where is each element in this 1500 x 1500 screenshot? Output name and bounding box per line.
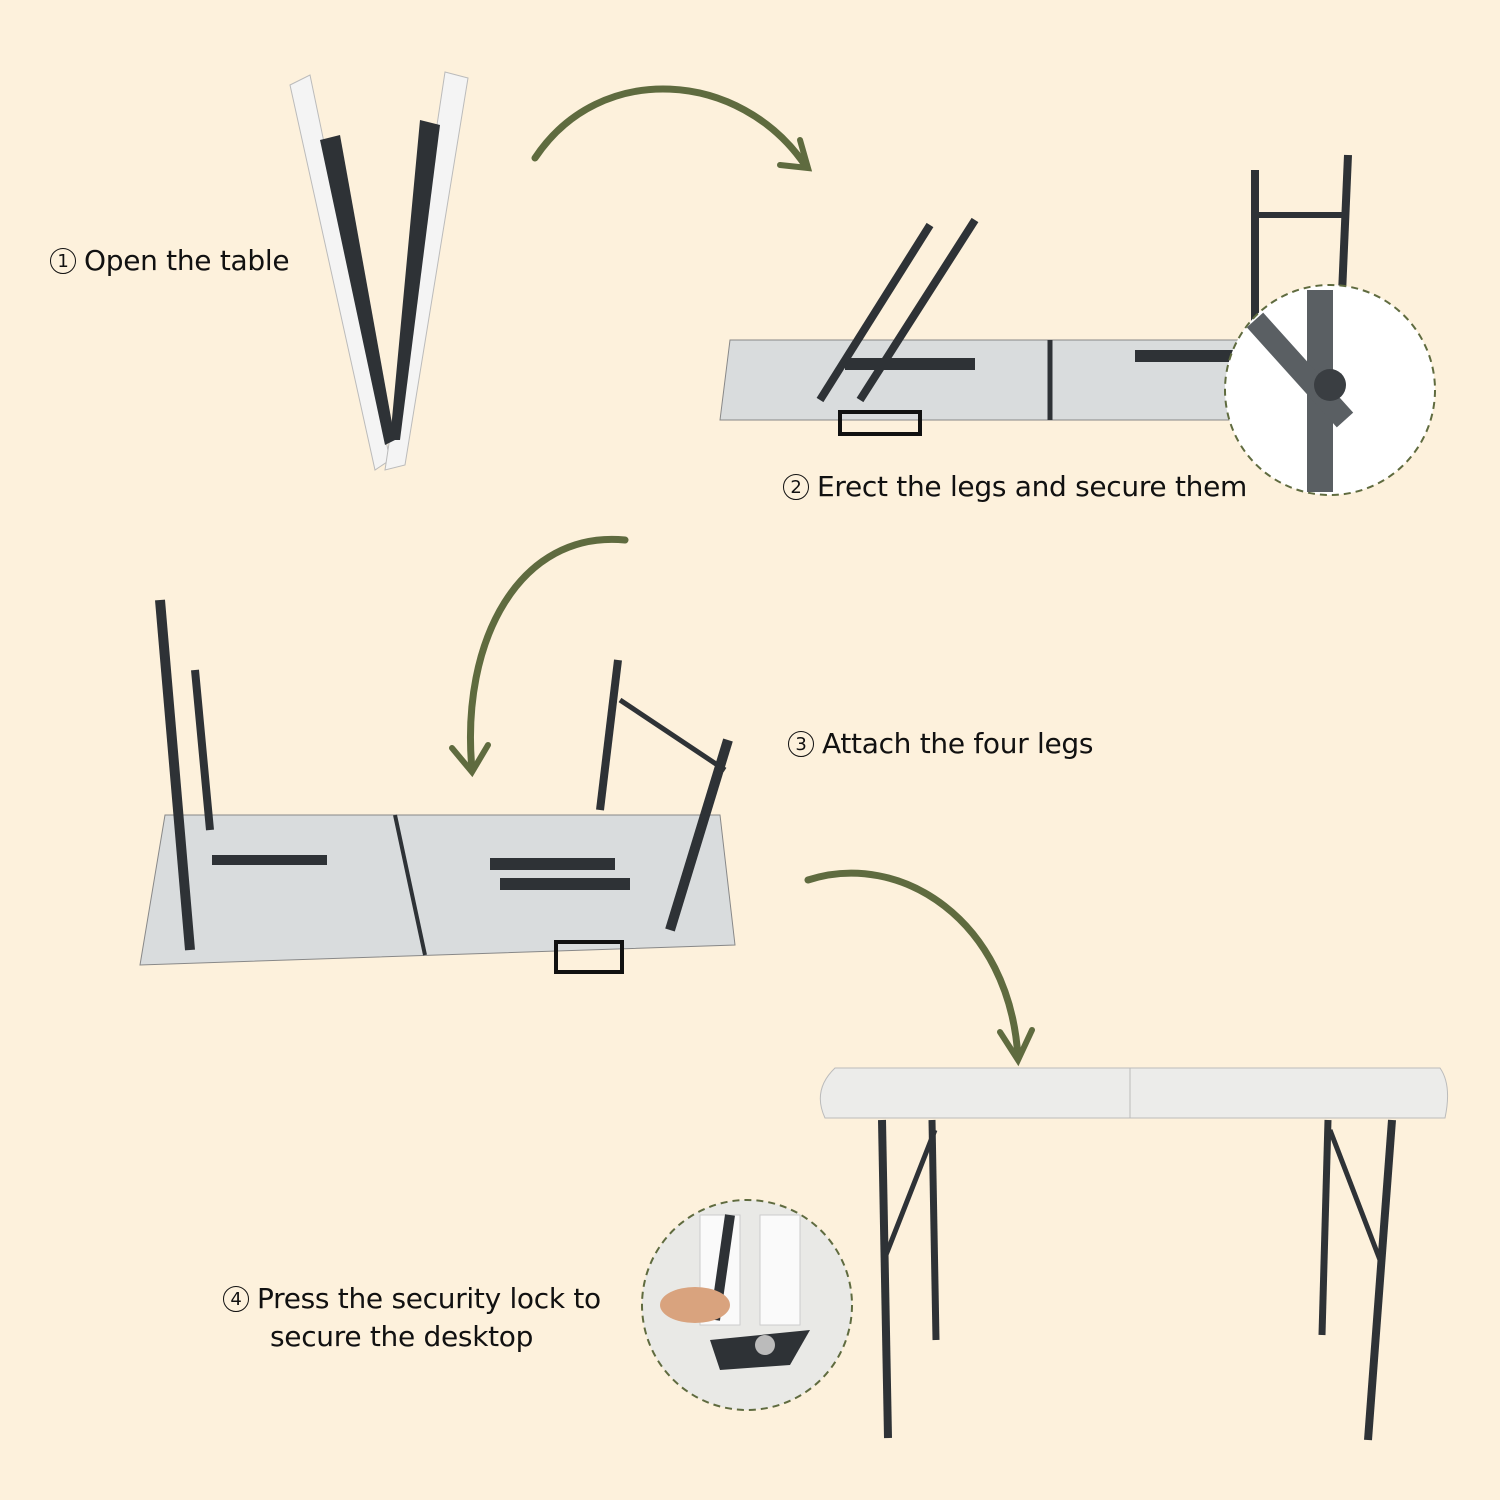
step-2-label: 2 Erect the legs and secure them xyxy=(783,468,1247,506)
security-lock-closeup xyxy=(641,1199,853,1411)
arrowhead xyxy=(997,1027,1035,1067)
step-text: Press the security lock to xyxy=(257,1282,601,1315)
step-text: Open the table xyxy=(84,244,290,277)
step-3-label: 3 Attach the four legs xyxy=(788,725,1093,763)
arrow-step1-to-2 xyxy=(531,85,809,169)
assembled-table-image xyxy=(819,1067,1449,1441)
step-number: 3 xyxy=(788,731,814,757)
step-1-label: 1 Open the table xyxy=(50,242,290,280)
arrow-step3-to-4 xyxy=(804,869,1022,1062)
arrowhead xyxy=(449,742,491,778)
step-number: 4 xyxy=(223,1286,249,1312)
arrow-step2-to-3 xyxy=(467,535,629,774)
step-text: Attach the four legs xyxy=(822,727,1094,760)
table-four-legs-image xyxy=(139,599,736,974)
step-number: 2 xyxy=(783,474,809,500)
leg-joint-closeup xyxy=(1224,284,1436,496)
step-text-line2: secure the desktop xyxy=(270,1320,534,1353)
step-text: Erect the legs and secure them xyxy=(817,470,1247,503)
step-4-label: 4 Press the security lock to secure the d… xyxy=(223,1280,601,1356)
step-number: 1 xyxy=(50,248,76,274)
folded-table-image xyxy=(289,71,469,471)
table-legs-erecting-image xyxy=(719,154,1352,436)
arrowhead xyxy=(777,137,813,172)
